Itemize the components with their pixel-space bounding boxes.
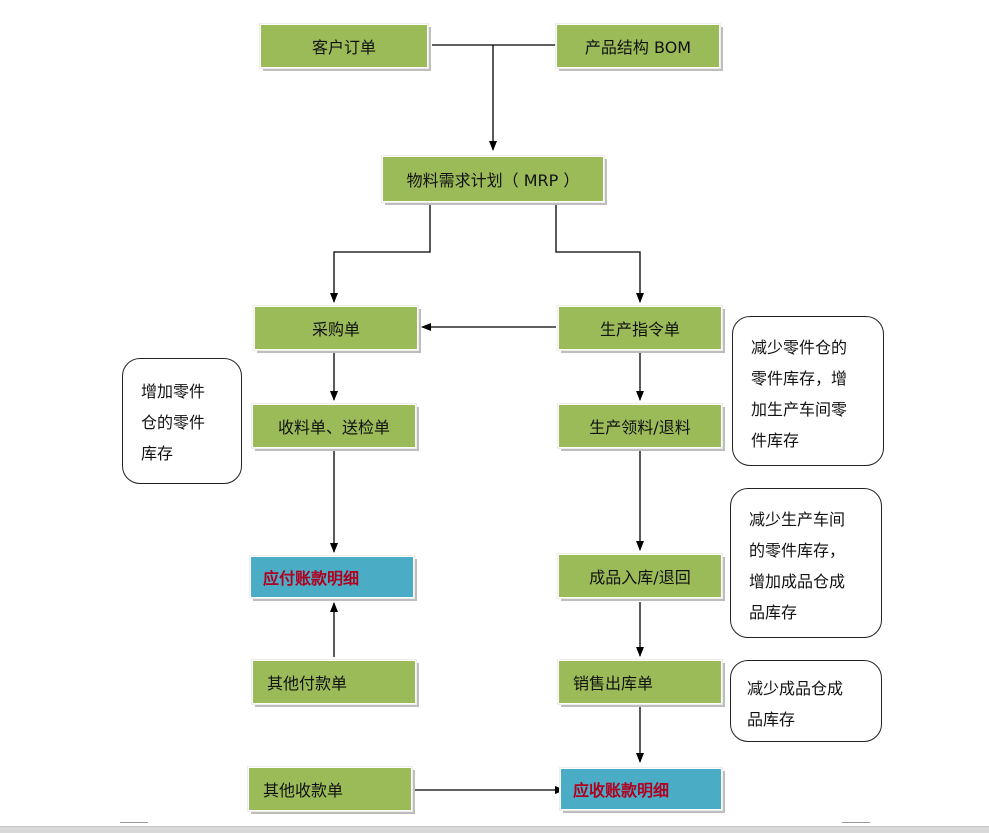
node-mrp: 物料需求计划（ MRP ） (382, 156, 604, 202)
note-line: 增加零件 (141, 382, 206, 401)
node-receipt-inspection: 收料单、送检单 (252, 404, 416, 448)
note-line: 加生产车间零 (751, 400, 848, 419)
note-increase-parts-stock: 增加零件 仓的零件 库存 (122, 358, 242, 484)
node-customer-order: 客户订单 (260, 24, 428, 68)
page-corner-mark-left (120, 822, 148, 827)
node-product-bom: 产品结构 BOM (556, 24, 720, 68)
note-line: 品库存 (747, 710, 796, 729)
note-line: 零件库存，增 (751, 369, 848, 388)
node-material-issue-return: 生产领料/退料 (558, 404, 722, 448)
node-sales-delivery: 销售出库单 (558, 660, 722, 704)
page-bottom-edge (0, 826, 989, 833)
node-other-receipt: 其他收款单 (248, 767, 412, 811)
node-finished-goods-receipt: 成品入库/退回 (558, 554, 722, 598)
note-line: 仓的零件 (141, 413, 206, 432)
node-production-order: 生产指令单 (558, 306, 722, 350)
note-line: 增加成品仓成 (749, 572, 846, 591)
note-line: 件库存 (751, 431, 800, 450)
arrow-mrp-to-purchase (330, 203, 431, 303)
node-purchase-order: 采购单 (254, 306, 418, 350)
arrow-mrp-to-production (555, 203, 644, 303)
note-line: 减少生产车间 (749, 510, 846, 529)
note-line: 减少零件仓的 (751, 338, 848, 357)
note-line: 减少成品仓成 (747, 679, 844, 698)
note-line: 的零件库存， (749, 541, 846, 560)
note-line: 品库存 (749, 603, 798, 622)
node-accounts-receivable: 应收账款明细 (560, 768, 722, 810)
note-finished-goods: 减少生产车间 的零件库存， 增加成品仓成 品库存 (730, 488, 882, 638)
note-sales-delivery: 减少成品仓成 品库存 (730, 660, 882, 742)
page-corner-mark-right (842, 822, 870, 827)
note-line: 库存 (141, 444, 174, 463)
node-accounts-payable: 应付账款明细 (250, 556, 414, 598)
note-material-issue: 减少零件仓的 零件库存，增 加生产车间零 件库存 (732, 316, 884, 466)
node-other-payment: 其他付款单 (252, 660, 416, 704)
